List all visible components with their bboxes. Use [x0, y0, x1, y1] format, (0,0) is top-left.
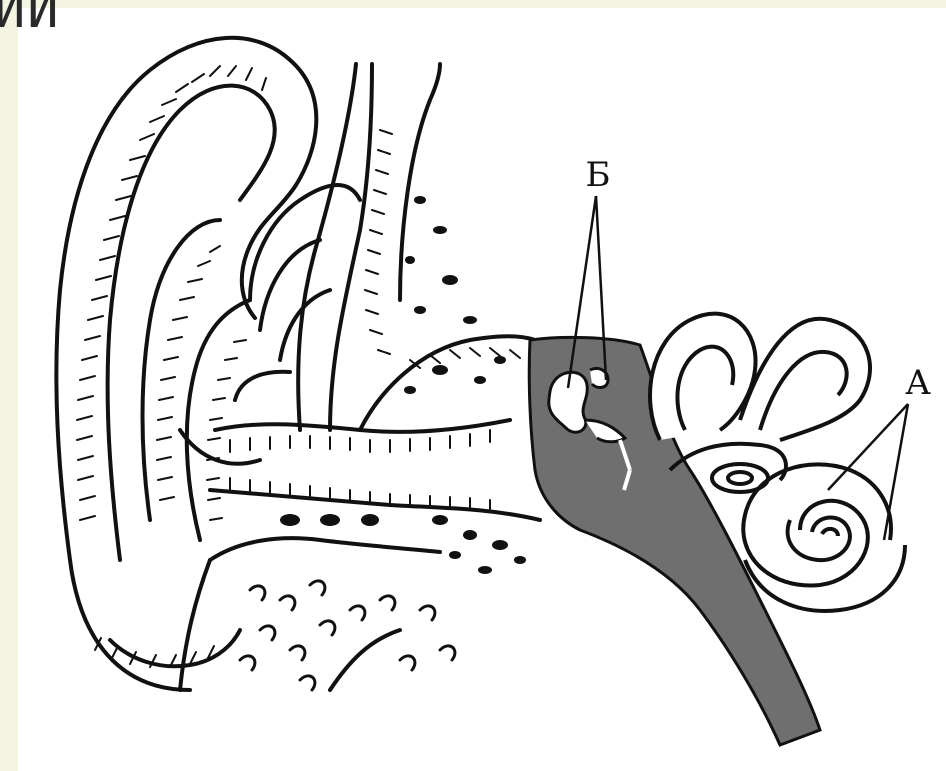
auricle-hatching — [77, 66, 266, 667]
soft-tissue-curls — [240, 581, 455, 690]
cochlea-spiral — [743, 464, 905, 611]
ear-canal-and-bone — [180, 64, 540, 690]
label-a: А — [905, 363, 931, 403]
auricle-drawing — [56, 38, 316, 690]
label-b: Б — [586, 155, 611, 195]
